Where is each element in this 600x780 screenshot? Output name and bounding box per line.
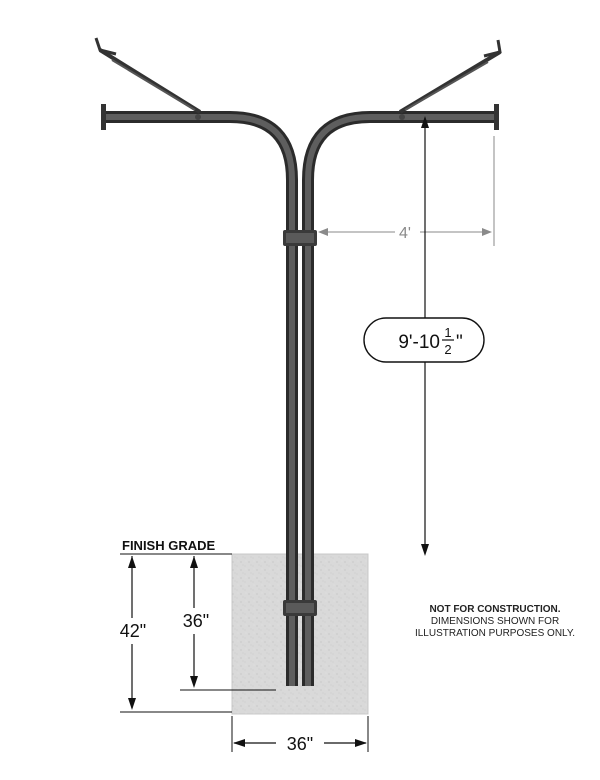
left-pole [94, 37, 298, 686]
arm-reach-label: 4' [399, 225, 411, 242]
height-dimension: 9'-10 1 2 " [363, 116, 485, 556]
finish-grade-label: FINISH GRADE [122, 538, 216, 553]
disclaimer-line-3: ILLUSTRATION PURPOSES ONLY. [414, 628, 576, 639]
lower-collar [283, 600, 317, 616]
disclaimer-note: NOT FOR CONSTRUCTION. DIMENSIONS SHOWN F… [400, 604, 590, 640]
upper-collar [283, 230, 317, 246]
right-pole [302, 39, 502, 686]
height-frac-den: 2 [444, 342, 451, 357]
foundation-depth-dimension: 42" [117, 556, 232, 713]
embed-depth-dimension: 36" [176, 556, 276, 691]
foundation-depth-label: 42" [120, 621, 146, 641]
height-label-box [363, 317, 485, 363]
finish-grade: FINISH GRADE [120, 538, 232, 555]
foundation-width-dimension: 36" [231, 716, 369, 754]
arm-reach-dimension: 4' [318, 136, 495, 246]
concrete-foundation [231, 553, 369, 715]
disclaimer-line-1: NOT FOR CONSTRUCTION. [429, 604, 561, 615]
foundation-width-label: 36" [287, 734, 313, 754]
embed-depth-label: 36" [183, 611, 209, 631]
disclaimer-line-2: DIMENSIONS SHOWN FOR [430, 616, 560, 627]
height-unit: " [456, 332, 463, 353]
height-whole-label: 9'-10 [398, 332, 440, 353]
height-frac-num: 1 [444, 325, 451, 340]
